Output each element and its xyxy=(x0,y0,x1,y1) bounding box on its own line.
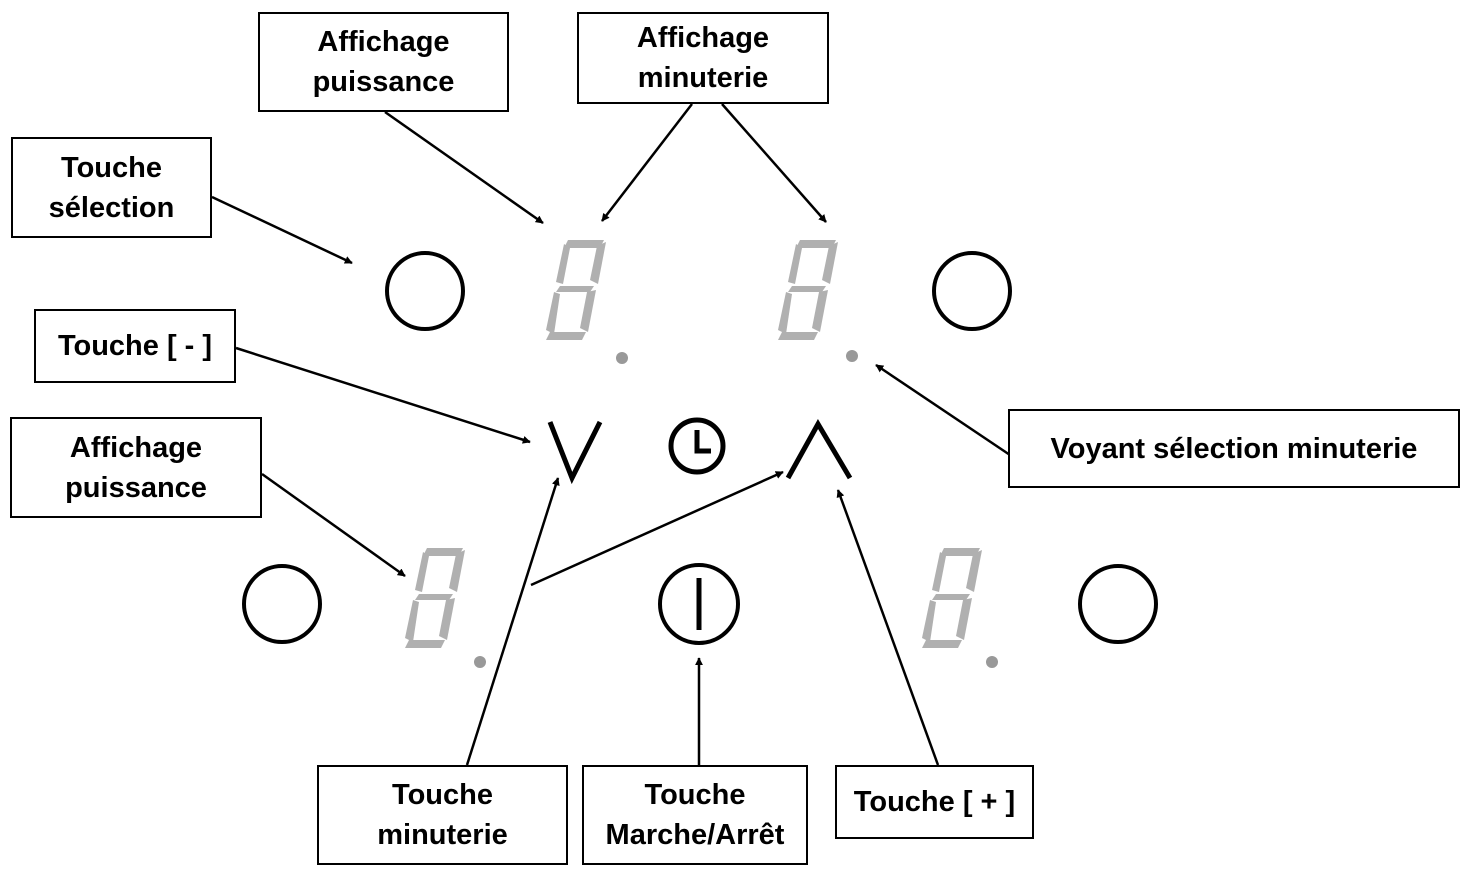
label-touche-minuterie: Touche minuterie xyxy=(317,765,568,865)
label-touche-plus: Touche [ + ] xyxy=(835,765,1034,839)
plus-chevron-icon[interactable] xyxy=(785,418,853,480)
minus-chevron-icon[interactable] xyxy=(547,420,603,485)
label-touche-selection: Touche sélection xyxy=(11,137,212,238)
arrow-touche-moins xyxy=(235,346,531,444)
arrow-voyant-selection-minuterie xyxy=(875,363,1011,457)
arrow-touche-minuterie-branch xyxy=(530,470,784,587)
clock-icon[interactable] xyxy=(668,417,726,475)
selection-button-icon[interactable] xyxy=(242,564,322,644)
arrow-touche-selection xyxy=(211,195,353,265)
arrow-affichage-puissance-top xyxy=(384,110,544,225)
arrow-affichage-minuterie-right xyxy=(721,103,827,223)
label-affichage-puissance-top: Affichage puissance xyxy=(258,12,509,112)
arrow-touche-plus xyxy=(836,489,940,766)
seven-segment-display xyxy=(546,240,628,364)
power-icon[interactable] xyxy=(658,563,740,645)
selection-button-icon[interactable] xyxy=(1078,564,1158,644)
arrow-touche-minuterie-up xyxy=(465,477,560,766)
label-affichage-minuterie: Affichage minuterie xyxy=(577,12,829,104)
arrow-affichage-minuterie-left xyxy=(601,103,693,222)
seven-segment-display xyxy=(405,548,486,668)
label-touche-marche-arret: Touche Marche/Arrêt xyxy=(582,765,808,865)
leader-lines xyxy=(211,103,1011,766)
label-touche-moins: Touche [ - ] xyxy=(34,309,236,383)
seven-segment-display xyxy=(922,548,998,668)
arrow-affichage-puissance-left xyxy=(261,472,406,578)
selection-button-icon[interactable] xyxy=(385,251,465,331)
label-affichage-puissance-left: Affichage puissance xyxy=(10,417,262,518)
label-voyant-selection-minuterie: Voyant sélection minuterie xyxy=(1008,409,1460,488)
selection-button-icon[interactable] xyxy=(932,251,1012,331)
seven-segment-display xyxy=(778,240,858,362)
